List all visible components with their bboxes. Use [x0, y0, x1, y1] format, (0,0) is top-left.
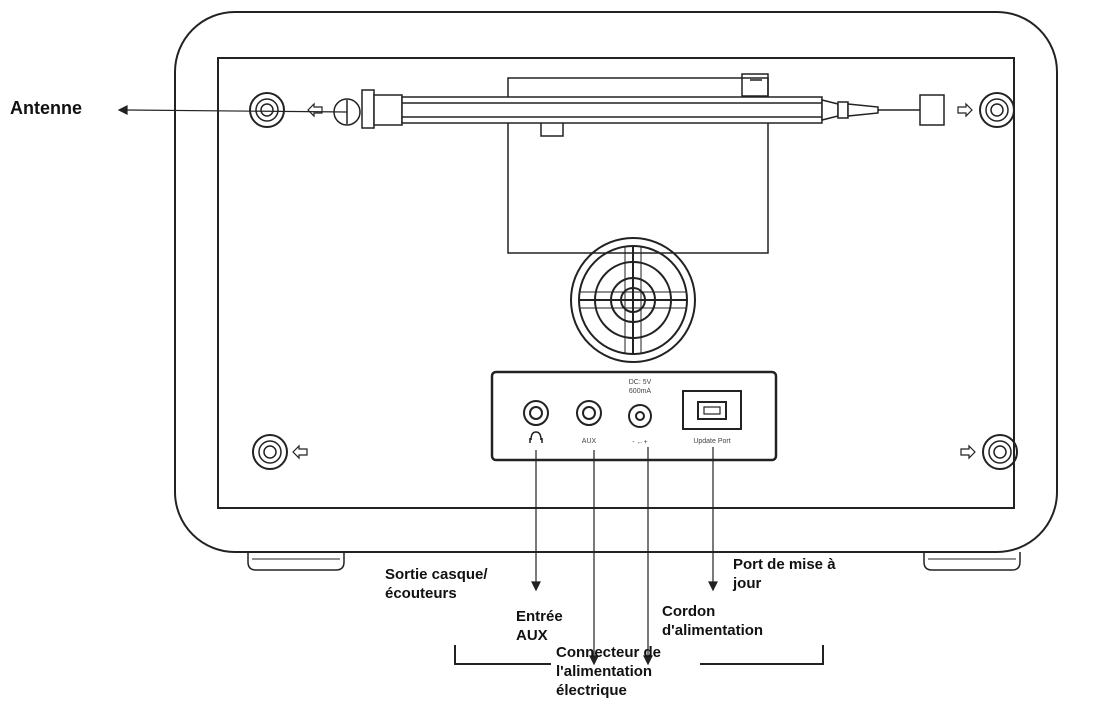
dc-rating-line2: 600mA [629, 388, 652, 395]
label-power-cord: Cordon d'alimentation [662, 602, 763, 640]
label-line: Sortie casque/ [385, 566, 488, 583]
antenna-callout-line [126, 109, 348, 113]
screw-bottom-right [982, 434, 1018, 470]
label-line: AUX [516, 627, 548, 644]
label-antenna: Antenne [10, 98, 82, 118]
foot-right [923, 552, 1021, 571]
label-plate [507, 73, 769, 254]
aux-port-label: AUX [582, 438, 597, 445]
screw-top-right [979, 92, 1015, 128]
headphone-jack [523, 400, 549, 426]
arrow-left-icon [307, 102, 323, 118]
screw-top-left [249, 92, 285, 128]
update-port-usb [682, 390, 742, 430]
arrow-right-icon [960, 444, 976, 460]
aux-jack [576, 400, 602, 426]
label-line: l'alimentation [556, 663, 653, 680]
label-line: électrique [556, 682, 627, 699]
label-line: Port de mise à [733, 556, 836, 573]
label-aux-input: Entrée AUX [516, 607, 563, 645]
label-update-port: Port de mise à jour [733, 555, 836, 593]
dc-power-jack [628, 404, 652, 428]
arrowhead [708, 581, 718, 592]
dc-rating-line1: DC: 5V [629, 379, 652, 386]
label-line: Entrée [516, 608, 563, 625]
arrowhead [643, 655, 653, 666]
update-port-label: Update Port [693, 438, 730, 445]
speaker-grille [570, 237, 696, 363]
polarity-label: - ←+ [632, 439, 647, 446]
label-line: Connecteur de [556, 644, 662, 661]
arrowhead [531, 581, 541, 592]
arrowhead [117, 105, 128, 115]
label-line: écouteurs [385, 585, 457, 602]
arrowhead [589, 655, 599, 666]
label-power-connector: Connecteur de l'alimentation électrique [556, 643, 661, 700]
screw-bottom-left [252, 434, 288, 470]
antenna [333, 89, 945, 129]
label-headphone-output: Sortie casque/ écouteurs [385, 565, 488, 603]
label-line: Cordon [662, 603, 716, 620]
group-bracket [454, 645, 824, 665]
label-line: d'alimentation [662, 622, 764, 639]
foot-left [247, 552, 345, 571]
arrow-right-icon [957, 102, 973, 118]
label-line: jour [733, 575, 762, 592]
port-panel [490, 370, 778, 462]
arrow-left-icon [292, 444, 308, 460]
headphone-icon [529, 431, 543, 443]
